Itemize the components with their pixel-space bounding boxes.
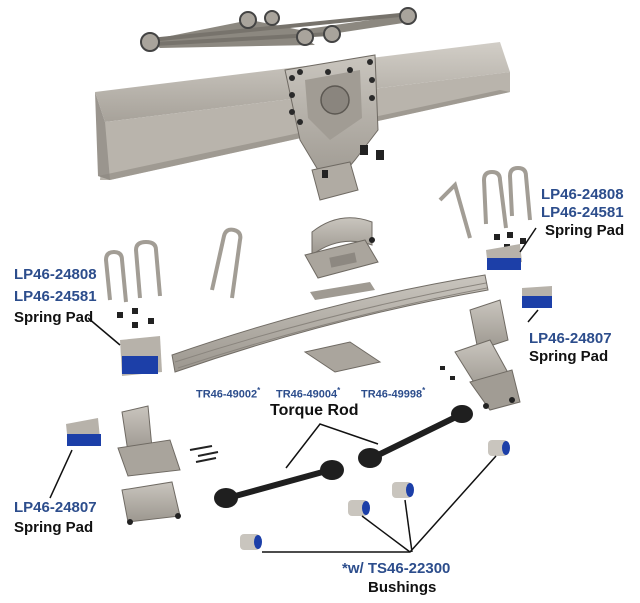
label-spring-pad-right-top: Spring Pad	[545, 222, 625, 239]
label-spring-pad-left-bottom: Spring Pad	[14, 519, 94, 536]
part-number-left-1: LP46-24808	[14, 266, 97, 283]
spring-pad-left-upper	[120, 336, 162, 376]
torque-pn-2-text: TR46-49004	[276, 388, 338, 401]
part-number-torque-3: TR46-49998*	[361, 387, 425, 401]
spring-pad-right-upper	[486, 244, 522, 270]
torque-pn-2-mark: *	[337, 386, 341, 395]
leaf-spring	[171, 274, 489, 373]
u-bolt-nuts-left	[117, 308, 154, 328]
torque-pn-1-text: TR46-49002	[196, 388, 258, 401]
torque-rod-lower	[214, 460, 344, 508]
torque-pn-3-text: TR46-49998	[361, 388, 423, 401]
part-number-left-2: LP46-24581	[14, 288, 97, 305]
hanger-bracket-left	[117, 405, 219, 525]
axle-seat-top	[304, 217, 379, 300]
part-number-right-2: LP46-24581	[541, 204, 624, 221]
torque-rod-upper	[358, 405, 473, 468]
part-number-torque-2: TR46-49004*	[276, 387, 340, 401]
part-number-bushings: *w/ TS46-22300	[342, 560, 451, 577]
upper-v-arm	[140, 7, 417, 52]
label-torque-rod: Torque Rod	[270, 402, 359, 419]
part-number-torque-1: TR46-49002*	[196, 387, 260, 401]
part-number-right-mid: LP46-24807	[529, 330, 612, 347]
spring-pad-right-mid	[522, 286, 552, 308]
part-number-left-bottom: LP46-24807	[14, 499, 97, 516]
bushings	[240, 440, 510, 550]
label-spring-pad-left-top: Spring Pad	[14, 309, 94, 326]
hanger-bracket-right	[440, 299, 521, 411]
label-spring-pad-right-mid: Spring Pad	[529, 348, 609, 365]
torque-pn-1-mark: *	[257, 386, 261, 395]
part-number-right-1: LP46-24808	[541, 186, 624, 203]
leader-lines	[49, 227, 539, 553]
spring-pad-left-lower	[66, 418, 101, 446]
label-bushings: Bushings	[368, 579, 437, 596]
u-bolts-left	[103, 227, 243, 303]
u-bolts-right	[438, 165, 532, 239]
frame-hanger-bracket	[284, 54, 384, 201]
torque-pn-3-mark: *	[422, 386, 426, 395]
